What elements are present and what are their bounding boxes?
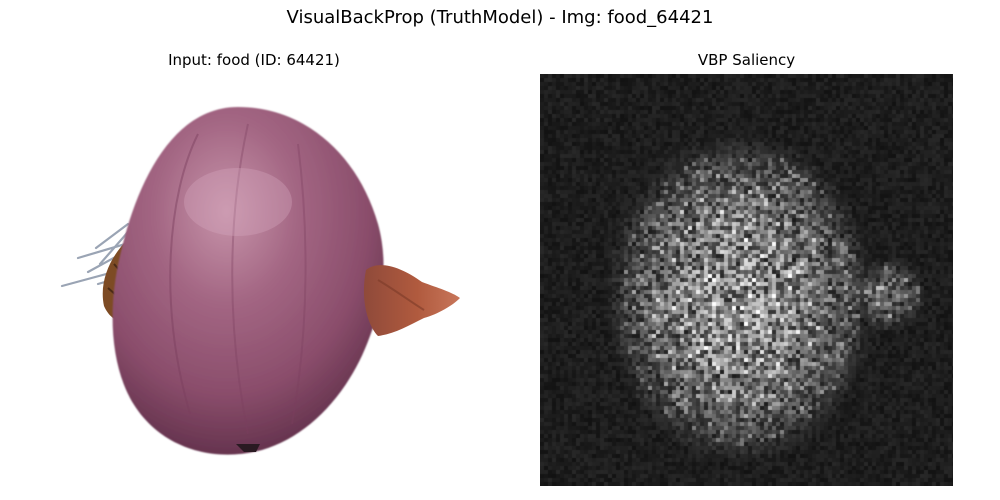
input-image-panel <box>48 74 461 486</box>
onion-stem-tip <box>363 265 460 336</box>
figure-title: VisualBackProp (TruthModel) - Img: food_… <box>286 7 714 28</box>
onion-photo <box>60 107 460 455</box>
input-panel-title: Input: food (ID: 64421) <box>168 51 340 69</box>
saliency-panel-title: VBP Saliency <box>697 51 796 69</box>
saliency-heatmap <box>540 74 953 486</box>
saliency-map-panel <box>540 74 953 486</box>
onion-bulb <box>112 107 384 455</box>
